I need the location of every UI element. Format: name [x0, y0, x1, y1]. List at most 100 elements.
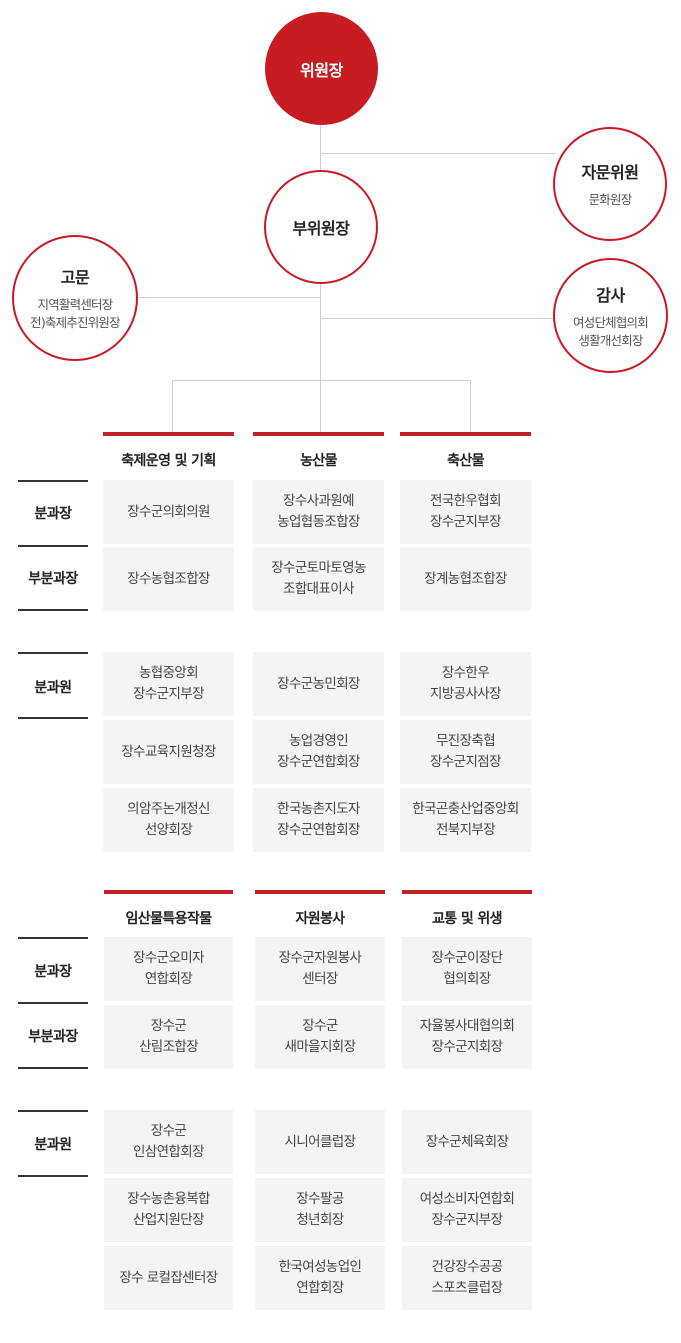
column-header: 축제운영 및 기획 [103, 432, 234, 472]
counselor-title: 고문 [60, 268, 90, 287]
member-line: 시니어클럽장 [284, 1133, 357, 1150]
row-divider [18, 480, 88, 482]
member-cell: 장수군자원봉사 센터장 [255, 937, 385, 1001]
member-cell: 장수한우 지방공사사장 [400, 652, 531, 716]
member-cell: 장수사과원예 농업협동조합장 [253, 480, 384, 544]
connector-line [320, 318, 556, 319]
row-label-members: 분과원 [34, 1137, 72, 1153]
member-cell: 장수군토마토영농 조합대표이사 [253, 547, 384, 611]
member-cell: 한국여성농업인 연합회장 [255, 1246, 385, 1310]
member-line: 장수군지점장 [430, 754, 502, 770]
connector-line [320, 153, 556, 154]
member-line: 선양회장 [144, 822, 193, 838]
column-header: 농산물 [253, 432, 384, 472]
member-line: 장수군토마토영농 [271, 560, 366, 576]
member-line: 장수군 [302, 1018, 338, 1034]
member-line: 장수군농민회장 [277, 675, 360, 692]
member-line: 조합대표이사 [283, 581, 355, 597]
row-label-deputy-head: 부분과장 [28, 571, 78, 587]
connector-line [320, 265, 321, 381]
row-divider [18, 1002, 88, 1004]
member-cell: 무진장축협 장수군지점장 [400, 720, 531, 784]
member-line: 장수사과원예 [283, 493, 355, 509]
member-cell: 건강장수공공 스포츠클럽장 [402, 1246, 532, 1310]
connector-line [172, 380, 173, 432]
counselor-line: 전)축제추진위원장 [30, 315, 120, 330]
member-line: 전북지부장 [435, 822, 496, 838]
member-cell: 장수농협조합장 [103, 547, 234, 611]
member-line: 자율봉사대협의회 [419, 1018, 515, 1034]
member-line: 스포츠클럽장 [431, 1280, 504, 1296]
member-line: 연합회장 [144, 971, 193, 987]
member-line: 장수군 [150, 1018, 187, 1034]
member-cell: 한국농촌지도자 장수군연합회장 [253, 788, 384, 852]
row-divider [18, 1110, 88, 1112]
member-cell: 의암주논개정신 선양회장 [103, 788, 234, 852]
member-line: 연합회장 [296, 1280, 344, 1296]
member-line: 장수군이장단 [431, 950, 504, 966]
member-line: 장수군연합회장 [277, 822, 360, 838]
member-line: 무진장축협 [435, 733, 496, 749]
connector-line [320, 125, 321, 175]
row-divider [18, 1067, 88, 1069]
member-line: 장수 로컬잡센터장 [119, 1269, 218, 1286]
member-line: 장수군오미자 [133, 950, 205, 966]
member-cell: 장수군오미자 연합회장 [104, 937, 233, 1001]
member-line: 의암주논개정신 [127, 801, 210, 817]
member-line: 인삼연합회장 [133, 1144, 205, 1160]
member-line: 장수농촌융복합 [127, 1191, 210, 1207]
member-line: 한국여성농업인 [278, 1259, 362, 1275]
member-line: 장수교육지원청장 [121, 743, 216, 760]
advisory-line: 문화원장 [588, 192, 633, 207]
auditor-line: 여성단체협의회 [573, 314, 649, 330]
connector-line [470, 380, 471, 432]
connector-line [320, 380, 321, 432]
member-line: 농업협동조합장 [277, 514, 360, 530]
member-line: 장수군연합회장 [277, 754, 360, 770]
member-line: 협의회장 [443, 971, 491, 987]
row-divider [18, 652, 88, 654]
member-line: 장수군지부장 [133, 686, 205, 702]
vice-chair-node: 부위원장 [264, 170, 378, 284]
member-line: 장수군지부장 [431, 1212, 504, 1228]
member-cell: 장수군이장단 협의회장 [402, 937, 532, 1001]
chair-node: 위원장 [265, 12, 378, 125]
vice-chair-title: 부위원장 [292, 219, 350, 238]
member-line: 전국한우협회 [430, 493, 502, 509]
column-header: 축산물 [400, 432, 531, 472]
member-cell: 농업경영인 장수군연합회장 [253, 720, 384, 784]
member-line: 산림조합장 [138, 1039, 199, 1055]
advisory-title: 자문위원 [581, 163, 639, 182]
row-divider [18, 545, 88, 547]
member-line: 지방공사사장 [430, 686, 502, 702]
connector-line [136, 297, 320, 298]
row-label-division-head: 분과장 [34, 964, 72, 980]
member-line: 장수군 [150, 1123, 187, 1139]
member-cell: 한국곤충산업중앙회 전북지부장 [400, 788, 531, 852]
member-cell: 농협중앙회 장수군지부장 [103, 652, 234, 716]
column-header: 교통 및 위생 [402, 890, 532, 930]
member-cell: 장수 로컬잡센터장 [104, 1246, 233, 1310]
member-cell: 여성소비자연합회 장수군지부장 [402, 1178, 532, 1242]
member-line: 센터장 [302, 971, 338, 987]
member-cell: 장수군 산림조합장 [104, 1005, 233, 1069]
member-cell: 장수농촌융복합 산업지원단장 [104, 1178, 233, 1242]
member-line: 여성소비자연합회 [419, 1191, 515, 1207]
member-line: 장수농협조합장 [127, 570, 210, 587]
member-line: 산업지원단장 [133, 1212, 205, 1228]
auditor-title: 감사 [596, 285, 625, 305]
member-cell: 자율봉사대협의회 장수군지회장 [402, 1005, 532, 1069]
member-cell: 시니어클럽장 [255, 1110, 385, 1174]
member-line: 농업경영인 [288, 733, 349, 749]
row-divider [18, 1175, 88, 1177]
member-line: 새마을지회장 [284, 1039, 357, 1055]
column-header: 임산물특용작물 [104, 890, 233, 930]
member-cell: 장수군 인삼연합회장 [104, 1110, 233, 1174]
row-label-division-head: 분과장 [34, 506, 72, 522]
column-header: 자원봉사 [255, 890, 385, 930]
member-line: 장수군의회의원 [127, 503, 210, 520]
member-line: 한국곤충산업중앙회 [412, 801, 519, 817]
row-label-deputy-head: 부분과장 [28, 1029, 78, 1045]
member-line: 청년회장 [296, 1212, 344, 1228]
member-line: 건강장수공공 [431, 1259, 504, 1275]
